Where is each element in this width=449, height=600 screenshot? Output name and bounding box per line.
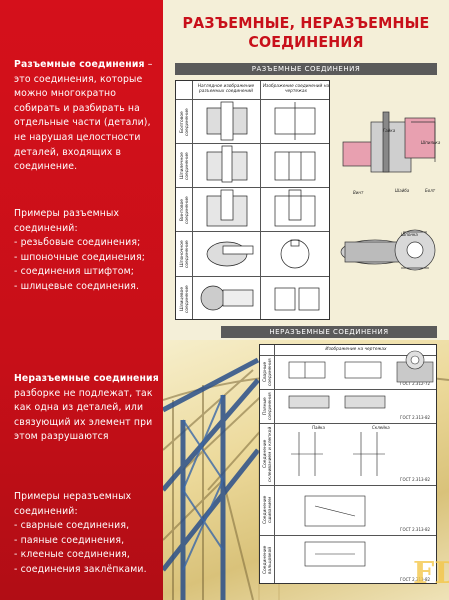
- table-divider: [260, 355, 436, 356]
- table-divider: [260, 485, 436, 486]
- right-content-area: РАЗЪЕМНЫЕ, НЕРАЗЪЕМНЫЕ СОЕДИНЕНИЯ РАЗЪЕМ…: [163, 0, 449, 600]
- page-title: РАЗЪЕМНЫЕ, НЕРАЗЪЕМНЫЕ СОЕДИНЕНИЯ: [174, 14, 437, 52]
- detachable-examples-title: Примеры разъемных соединений:: [14, 208, 120, 234]
- permanent-definition: Неразъемные соединения разборке не подле…: [14, 372, 160, 445]
- list-item: - соединения заклёпками.: [14, 563, 147, 575]
- label-washer: Шайба: [395, 188, 410, 193]
- title-line-1: РАЗЪЕМНЫЕ, НЕРАЗЪЕМНЫЕ: [182, 14, 430, 32]
- row-label: Соединение вальцовкой: [263, 545, 273, 575]
- row-label: Соединение склеиванием и клепкой: [263, 426, 273, 482]
- list-item: - соединения штифтом;: [14, 266, 135, 278]
- list-item: - шпоночные соединения;: [14, 251, 146, 263]
- label-soldering: Пайка: [312, 425, 325, 430]
- list-item: - сварные соединения,: [14, 520, 130, 532]
- table-divider: [176, 99, 329, 100]
- permanent-examples-title: Примеры неразъемных соединений:: [14, 491, 132, 517]
- row-label: Сварные соединения: [263, 358, 273, 386]
- row-label: Винтовое соединение: [180, 196, 190, 224]
- column-header: Изображение на чертежах: [325, 347, 387, 352]
- table-divider: [176, 231, 329, 232]
- list-item: - резьбовые соединения;: [14, 237, 141, 249]
- list-item: - клееные соединения,: [14, 549, 131, 561]
- gost-ref: ГОСТ 2.313-82: [400, 577, 431, 582]
- label-bolt: Болт: [425, 188, 436, 193]
- gost-ref: ГОСТ 2.312-72: [400, 381, 431, 386]
- table-divider: [176, 143, 329, 144]
- column-header: Изображение соединений на чертежах: [262, 84, 330, 94]
- label-nut: Гайка: [383, 128, 396, 133]
- list-item: - шлицевые соединения.: [14, 280, 140, 292]
- label-stud: Шпилька: [421, 140, 441, 145]
- column-header: Наглядное изображение разъемных соединен…: [197, 84, 255, 94]
- row-label: Болтовое соединение: [180, 108, 190, 136]
- detachable-definition: Разъемные соединения – это соединения, к…: [14, 58, 160, 175]
- section-detachable-bar: РАЗЪЕМНЫЕ СОЕДИНЕНИЯ: [175, 63, 437, 75]
- table-divider: [260, 389, 436, 390]
- title-line-2: СОЕДИНЕНИЯ: [248, 33, 364, 51]
- weld-drawings-icon: [288, 361, 386, 567]
- label-gluing: Склейка: [372, 425, 390, 430]
- permanent-text: разборке не подлежат, так как одна из де…: [14, 387, 153, 443]
- table-divider: [274, 345, 275, 583]
- detachable-examples: Примеры разъемных соединений: - резьбовы…: [14, 207, 160, 295]
- permanent-table: Изображение на чертежах Сварные соединен…: [259, 344, 437, 584]
- table-divider: [260, 423, 436, 424]
- gost-ref: ГОСТ 2.313-82: [400, 477, 431, 482]
- machine-part-icon: [396, 350, 434, 383]
- detachable-table: Наглядное изображение разъемных соединен…: [175, 80, 330, 320]
- assembly-illustrations: [340, 111, 436, 271]
- label-key: Шпонка: [401, 232, 418, 237]
- permanent-examples: Примеры неразъемных соединений: - сварны…: [14, 490, 160, 578]
- table-divider: [192, 81, 193, 319]
- row-label: Соединение сшиванием: [263, 495, 273, 525]
- list-item: - паяные соединения,: [14, 534, 125, 546]
- row-label: Паяные соединения: [263, 392, 273, 420]
- row-label: Шпилечное соединение: [180, 152, 190, 180]
- row-label: Шлицевое соединение: [180, 285, 190, 313]
- detachable-heading: Разъемные соединения: [14, 59, 145, 70]
- table-divider: [260, 81, 261, 319]
- detachable-text: – это соединения, которые можно многокра…: [14, 59, 153, 173]
- table-divider: [260, 535, 436, 536]
- permanent-heading: Неразъемные соединения: [14, 373, 159, 384]
- technical-drawings-icon: [200, 101, 320, 311]
- section-permanent-bar: НЕРАЗЪЕМНЫЕ СОЕДИНЕНИЯ: [221, 326, 437, 338]
- publisher-logo: FD: [413, 556, 449, 591]
- label-screw: Винт: [353, 190, 364, 195]
- left-text-panel: Разъемные соединения – это соединения, к…: [0, 0, 163, 600]
- table-divider: [176, 276, 329, 277]
- bridge-illustration: [163, 357, 449, 600]
- gost-ref: ГОСТ 2.313-82: [400, 415, 431, 420]
- gost-ref: ГОСТ 2.313-82: [400, 527, 431, 532]
- row-label: Шпоночное соединение: [180, 240, 190, 268]
- table-divider: [176, 187, 329, 188]
